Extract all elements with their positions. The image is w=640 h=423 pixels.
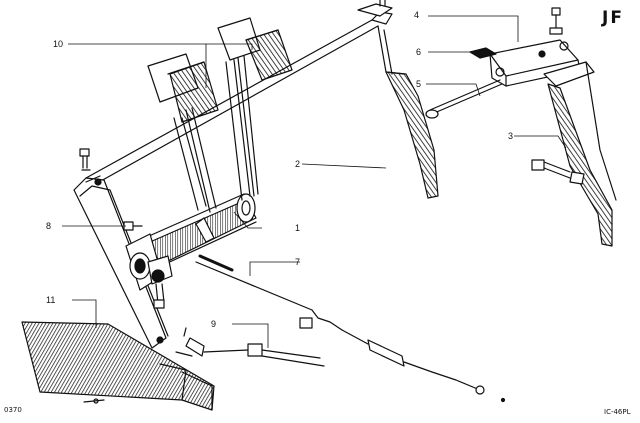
top-bolt (380, 0, 385, 6)
bracket-bolt (80, 149, 90, 170)
shaft-end-fitting (126, 234, 172, 308)
callout-8: 8 (46, 221, 52, 231)
callout-3: 3 (508, 131, 514, 141)
bolt-nut (532, 160, 584, 184)
reference-code-right: IC-46PL (604, 408, 631, 416)
lower-cable (176, 328, 324, 366)
pedal-pad-right (218, 18, 292, 80)
pedal-shaft-tube (140, 194, 256, 272)
drawing-mark: JF (602, 8, 624, 28)
callout-9: 9 (211, 319, 217, 329)
washer-plate (470, 48, 496, 58)
reference-code-left: 0370 (4, 406, 22, 414)
pedal-arms (174, 56, 258, 212)
mounting-block (490, 8, 580, 86)
callout-2: 2 (295, 159, 301, 169)
stud-8 (124, 222, 142, 230)
throttle-cable (196, 256, 484, 394)
callout-7: 7 (295, 257, 301, 267)
reference-dot (502, 399, 505, 402)
leader-lines (62, 16, 566, 348)
pedal-pad-left (148, 54, 218, 122)
cross-rod (86, 4, 392, 186)
clip-rod (426, 80, 502, 118)
callout-11: 11 (46, 295, 56, 305)
callout-10: 10 (53, 39, 64, 49)
callout-1: 1 (295, 223, 301, 233)
right-lever (544, 62, 616, 246)
pedal-blade (386, 72, 438, 198)
callout-5: 5 (416, 79, 422, 89)
callout-6: 6 (416, 47, 422, 57)
mounting-plate (22, 322, 214, 410)
callout-4: 4 (414, 10, 420, 20)
